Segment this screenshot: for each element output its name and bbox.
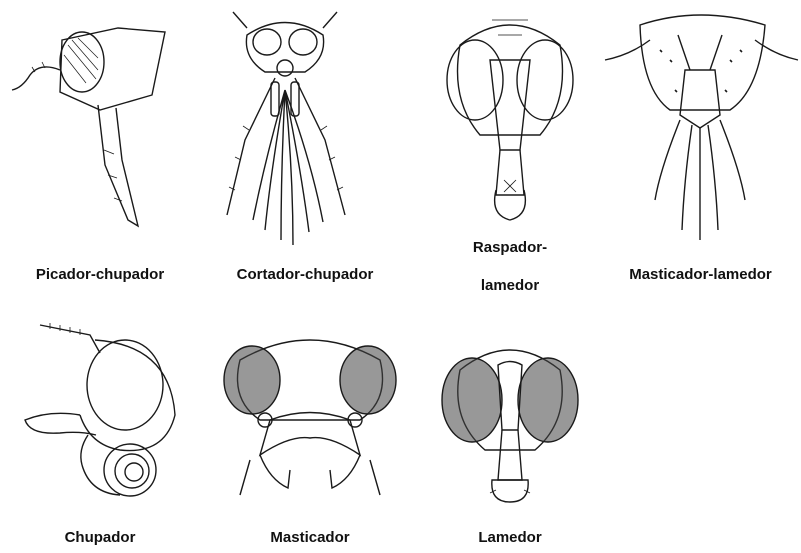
item-rasping-lapping: Raspador- lamedor — [420, 0, 600, 310]
item-cutting-sucking: Cortador-chupador — [205, 0, 405, 300]
chewing-lapping-head-icon — [600, 0, 801, 250]
siphoning-head-icon — [0, 305, 200, 505]
item-label: Masticador — [210, 529, 410, 546]
sponging-head-icon — [420, 320, 600, 505]
item-label: Picador-chupador — [15, 266, 185, 283]
item-siphoning: Chupador — [0, 305, 200, 553]
rasping-lapping-head-icon — [420, 0, 600, 225]
item-label: Chupador — [0, 529, 200, 546]
item-label-line-1: Raspador- — [420, 228, 600, 268]
item-label: Masticador-lamedor — [600, 266, 801, 283]
item-chewing-lapping: Masticador-lamedor — [600, 0, 801, 300]
item-label: Lamedor — [420, 529, 600, 546]
cutting-sucking-head-icon — [205, 0, 405, 260]
piercing-sucking-head-icon — [0, 0, 200, 240]
item-label: Cortador-chupador — [210, 266, 400, 283]
item-piercing-sucking: Picador-chupador — [0, 0, 200, 300]
item-label-line-2: lamedor — [420, 266, 600, 306]
item-chewing: Masticador — [210, 320, 410, 553]
chewing-head-icon — [210, 320, 410, 505]
item-sponging: Lamedor — [420, 320, 600, 553]
